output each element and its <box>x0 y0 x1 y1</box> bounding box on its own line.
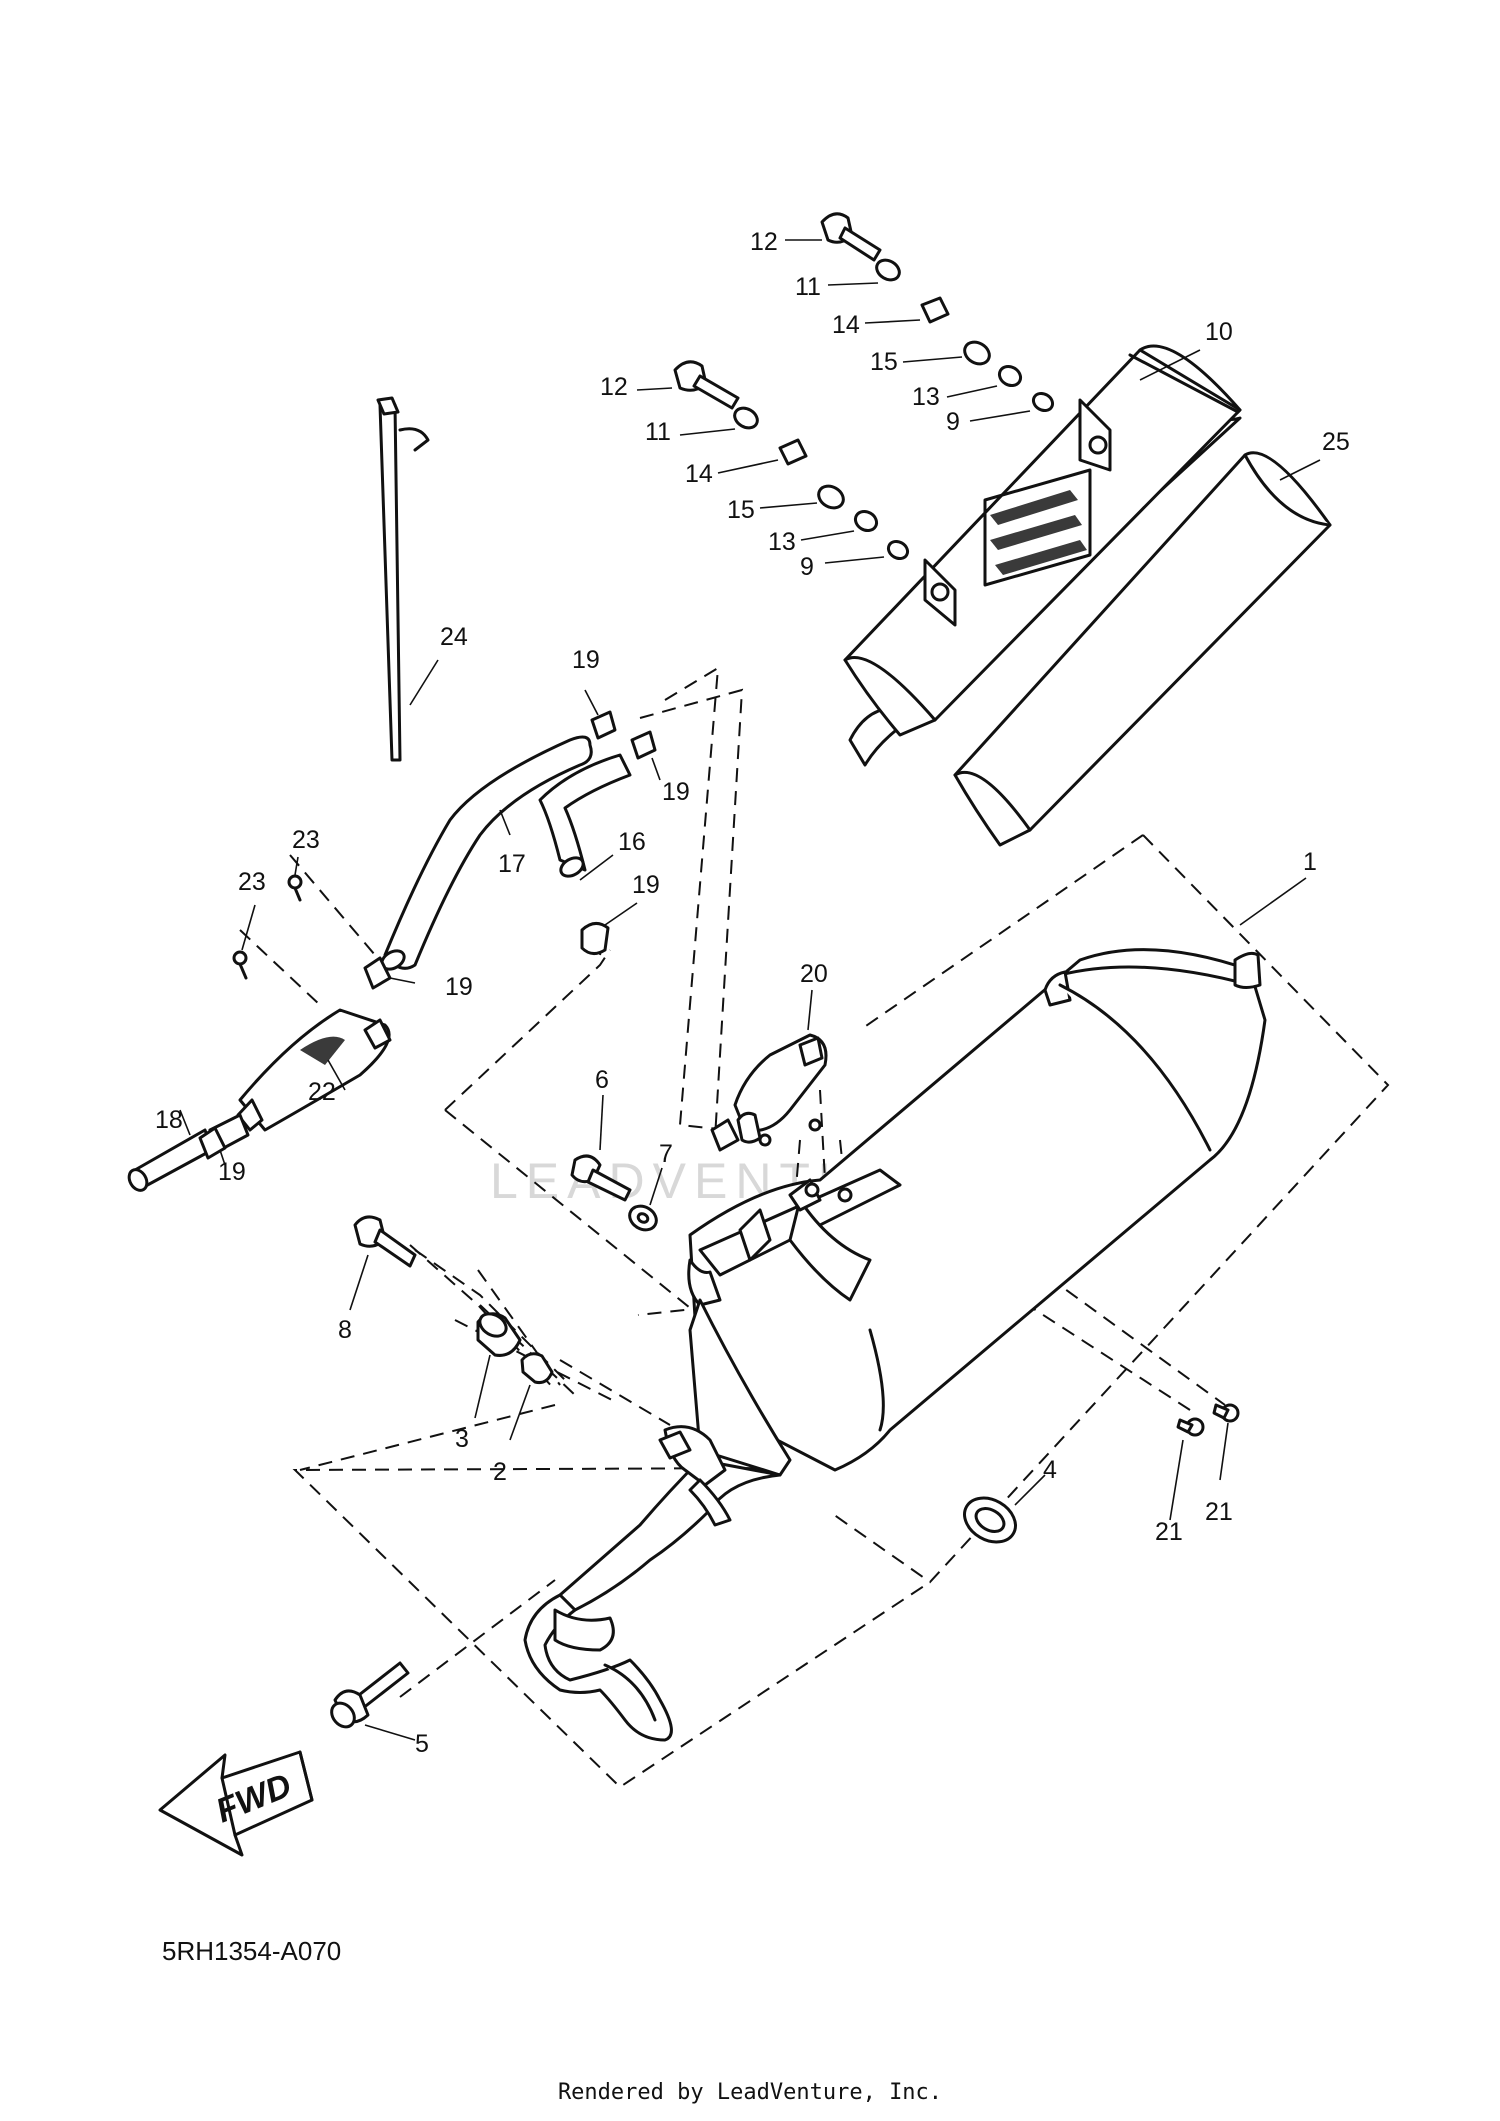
hose-16 <box>538 753 632 878</box>
callout-9-upper: 9 <box>946 408 960 436</box>
muffler-assembly <box>523 948 1267 1742</box>
bolt-6 <box>570 1154 632 1202</box>
callout-23-upper: 23 <box>292 826 320 854</box>
air-valve-20 <box>710 1033 828 1152</box>
render-credit: Rendered by LeadVenture, Inc. <box>557 2080 943 2105</box>
callout-12-lower: 12 <box>600 373 628 401</box>
callout-12-upper: 12 <box>750 228 778 256</box>
callout-13-upper: 13 <box>912 383 940 411</box>
hardware-stack-upper <box>820 212 1055 413</box>
callout-21-left: 21 <box>1155 1518 1183 1546</box>
cable-tie-24 <box>376 396 430 762</box>
callout-6: 6 <box>595 1066 609 1094</box>
callout-3: 3 <box>455 1425 469 1453</box>
callout-numbers: 1 2 3 4 5 6 7 8 9 9 10 11 11 12 12 13 13… <box>155 228 1350 1758</box>
bolt-8 <box>353 1215 417 1268</box>
screws-23 <box>232 874 303 980</box>
callout-19-b: 19 <box>662 778 690 806</box>
callout-14-upper: 14 <box>832 311 860 339</box>
hardware-stack-lower <box>673 360 910 561</box>
callout-23-lower: 23 <box>238 868 266 896</box>
collar-3 <box>476 1312 522 1357</box>
heat-shield-upper <box>843 344 1242 767</box>
forward-direction-arrow: FWD <box>158 1750 314 1857</box>
callout-21-right: 21 <box>1205 1498 1233 1526</box>
bolts-21 <box>1176 1403 1240 1437</box>
callout-7: 7 <box>659 1140 673 1168</box>
diagram-code: 5RH1354-A070 <box>162 1936 342 1966</box>
callout-11-upper: 11 <box>795 273 821 301</box>
callout-17: 17 <box>498 850 526 878</box>
callout-10: 10 <box>1205 318 1233 346</box>
callout-24: 24 <box>440 623 468 651</box>
leader-lines <box>179 239 1321 1741</box>
callout-2: 2 <box>493 1458 507 1486</box>
callout-22: 22 <box>308 1078 336 1106</box>
callout-19-a: 19 <box>572 646 600 674</box>
clamps-19 <box>198 710 657 1160</box>
callout-15-lower: 15 <box>727 496 755 524</box>
callout-9-lower: 9 <box>800 553 814 581</box>
callout-19-c: 19 <box>632 871 660 899</box>
callout-4: 4 <box>1043 1456 1057 1484</box>
callout-14-lower: 14 <box>685 460 713 488</box>
washer-7 <box>628 1204 658 1232</box>
callout-13-lower: 13 <box>768 528 796 556</box>
callout-20: 20 <box>800 960 828 988</box>
gasket-4 <box>963 1496 1017 1544</box>
callout-5: 5 <box>415 1730 429 1758</box>
callout-8: 8 <box>338 1316 352 1344</box>
callout-16: 16 <box>618 828 646 856</box>
callout-25: 25 <box>1322 428 1350 456</box>
callout-1: 1 <box>1303 848 1317 876</box>
spacer-2 <box>520 1352 554 1384</box>
heat-shield-lower <box>953 451 1332 847</box>
reed-valve-22 <box>208 1008 392 1152</box>
callout-19-d: 19 <box>445 973 473 1001</box>
callout-15-upper: 15 <box>870 348 898 376</box>
callout-11-lower: 11 <box>645 418 671 446</box>
bolt-5 <box>330 1661 410 1729</box>
callout-18: 18 <box>155 1106 183 1134</box>
callout-19-e: 19 <box>218 1158 246 1186</box>
